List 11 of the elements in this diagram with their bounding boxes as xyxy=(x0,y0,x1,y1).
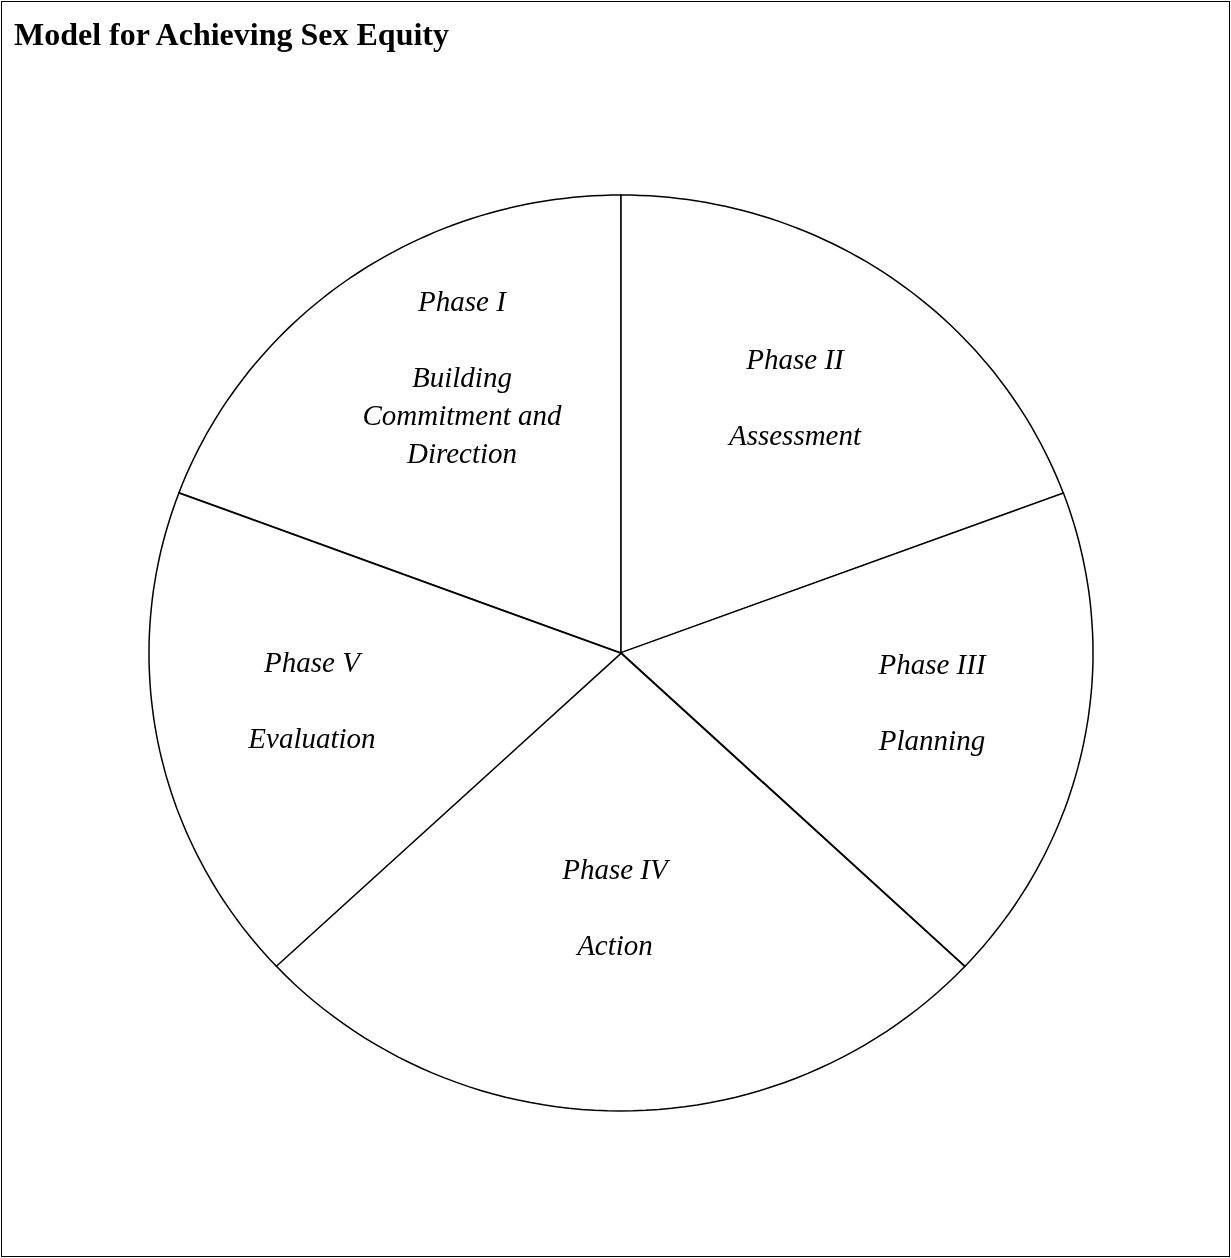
phase-description: Action xyxy=(574,928,654,963)
phase-description: Building Commitment and Direction xyxy=(361,360,563,471)
title: Model for Achieving Sex Equity xyxy=(14,15,449,54)
phase-label: Phase III xyxy=(877,647,988,682)
phase-description: Evaluation xyxy=(247,721,377,756)
phase-label: Phase I xyxy=(417,284,508,319)
phase-description: Assessment xyxy=(726,418,863,453)
phase-label: Phase IV xyxy=(515,850,715,888)
phase-label: Phase V xyxy=(202,643,422,681)
phase-label: Phase II xyxy=(745,342,846,377)
phase-description: Planning xyxy=(877,723,987,758)
